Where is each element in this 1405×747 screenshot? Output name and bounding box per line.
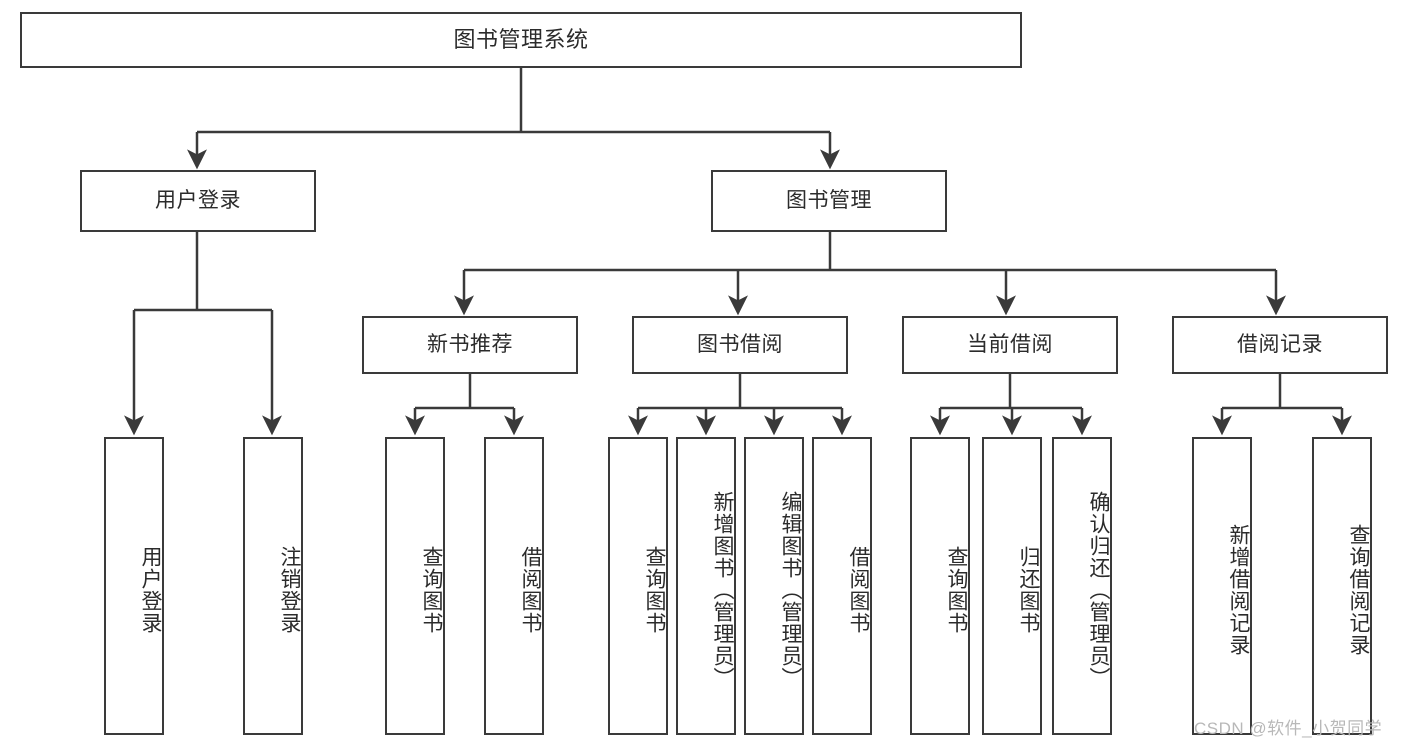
node-leaf-borrow-book-2[interactable]: 借阅图书 [812, 437, 872, 735]
node-root[interactable]: 图书管理系统 [20, 12, 1022, 68]
node-leaf-user-login[interactable]: 用户登录 [104, 437, 164, 735]
node-leaf-confirm-return[interactable]: 确认归还（管理员） [1052, 437, 1112, 735]
leaf-label: 借阅图书 [847, 546, 870, 634]
node-leaf-logout[interactable]: 注销登录 [243, 437, 303, 735]
node-leaf-query-book-1[interactable]: 查询图书 [385, 437, 445, 735]
leaf-label: 归还图书 [1017, 546, 1040, 634]
node-book-borrow[interactable]: 图书借阅 [632, 316, 848, 374]
node-borrow-record[interactable]: 借阅记录 [1172, 316, 1388, 374]
leaf-label: 查询图书 [945, 546, 968, 634]
leaf-label: 注销登录 [278, 546, 301, 634]
leaf-label: 新增图书（管理员） [711, 491, 734, 689]
node-leaf-query-record[interactable]: 查询借阅记录 [1312, 437, 1372, 735]
leaf-label: 查询借阅记录 [1347, 524, 1370, 656]
csdn-watermark: CSDN @软件_小贺同学 [1194, 719, 1383, 738]
node-leaf-add-book[interactable]: 新增图书（管理员） [676, 437, 736, 735]
leaf-label: 新增借阅记录 [1227, 524, 1250, 656]
leaf-label: 查询图书 [643, 546, 666, 634]
leaf-label: 借阅图书 [519, 546, 542, 634]
node-leaf-borrow-book-1[interactable]: 借阅图书 [484, 437, 544, 735]
node-leaf-query-book-3[interactable]: 查询图书 [910, 437, 970, 735]
leaf-label: 用户登录 [139, 546, 162, 634]
node-new-book-recommend[interactable]: 新书推荐 [362, 316, 578, 374]
node-leaf-return-book[interactable]: 归还图书 [982, 437, 1042, 735]
node-leaf-edit-book[interactable]: 编辑图书（管理员） [744, 437, 804, 735]
node-current-borrow[interactable]: 当前借阅 [902, 316, 1118, 374]
leaf-label: 查询图书 [420, 546, 443, 634]
leaf-label: 编辑图书（管理员） [779, 491, 802, 689]
node-user-login[interactable]: 用户登录 [80, 170, 316, 232]
node-book-manage[interactable]: 图书管理 [711, 170, 947, 232]
leaf-label: 确认归还（管理员） [1087, 491, 1110, 689]
node-leaf-query-book-2[interactable]: 查询图书 [608, 437, 668, 735]
node-leaf-add-record[interactable]: 新增借阅记录 [1192, 437, 1252, 735]
